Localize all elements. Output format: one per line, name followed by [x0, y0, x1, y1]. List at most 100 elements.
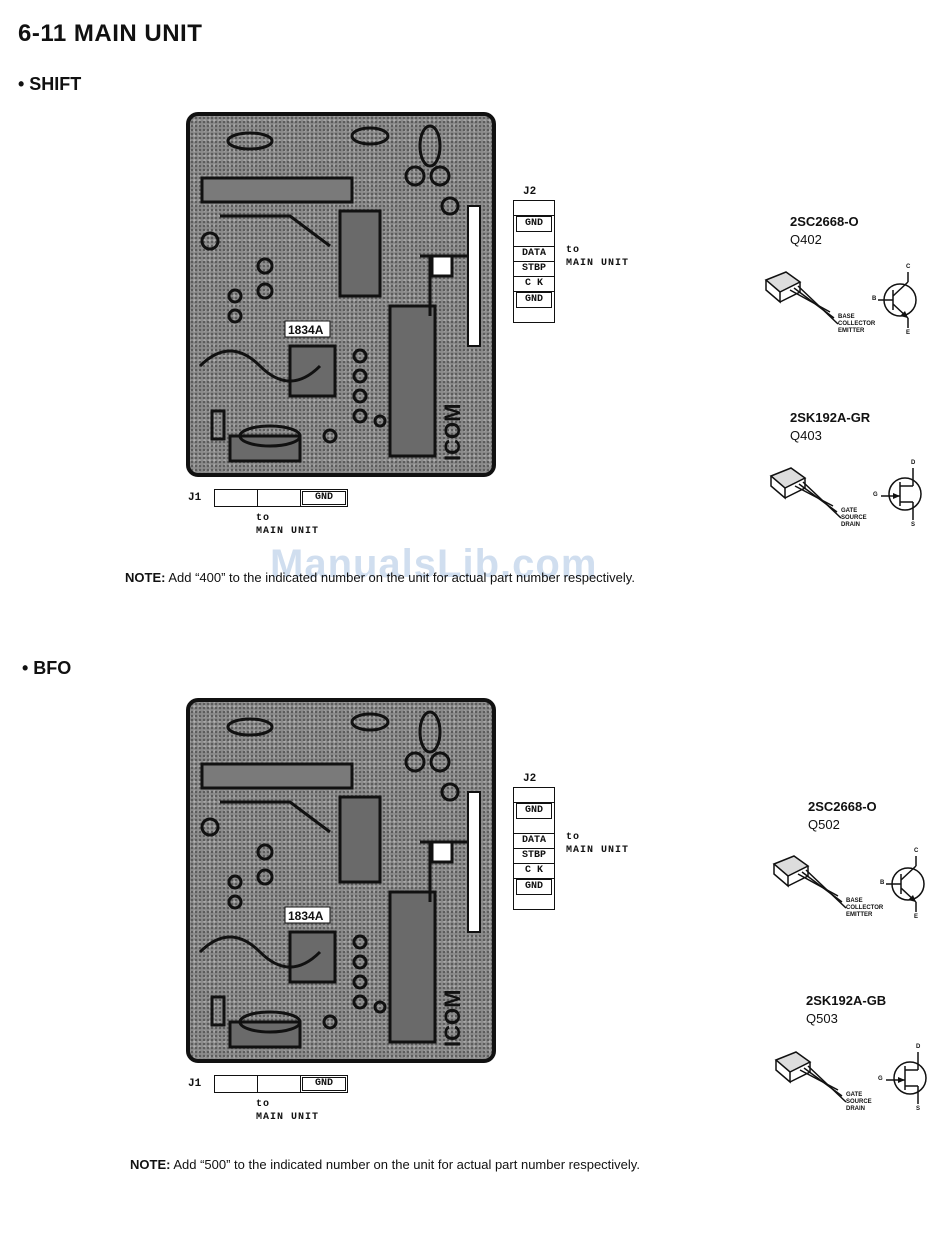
npn-transistor-icon: [772, 855, 925, 912]
pin-gate: GATE: [841, 508, 858, 514]
j1-label: J1: [188, 492, 202, 504]
npn-transistor-icon: [764, 271, 917, 328]
note-prefix: NOTE:: [130, 1157, 171, 1172]
pin-source: SOURCE: [846, 1099, 872, 1105]
pin-base: BASE: [846, 898, 863, 904]
j1-to-label: to MAIN UNIT: [256, 1098, 319, 1124]
j2-pin: [514, 201, 554, 216]
main-unit-text: MAIN UNIT: [256, 1112, 320, 1123]
transistor-part-number: 2SC2668-O: [790, 214, 859, 229]
board-label: 1834A: [288, 323, 324, 337]
j2-label: J2: [523, 773, 537, 785]
sym-b: B: [872, 296, 877, 302]
pin-collector: COLLECTOR: [838, 321, 876, 327]
page-title: 6-11 MAIN UNIT: [18, 20, 203, 47]
note-prefix: NOTE:: [125, 570, 166, 585]
pin-emitter: EMITTER: [838, 328, 865, 334]
fet-part-number: 2SK192A-GB: [806, 993, 887, 1008]
j1-label: J1: [188, 1078, 202, 1090]
sym-c: C: [914, 848, 919, 854]
pin-gate: GATE: [846, 1092, 863, 1098]
section-title-bfo: • BFO: [22, 658, 72, 678]
pin-source: SOURCE: [841, 515, 867, 521]
pcb-layout-bfo: 1834A ICOM: [186, 698, 496, 1063]
to-text: to: [566, 832, 581, 843]
transistor-part-number: 2SC2668-O: [808, 799, 877, 814]
j2-pin: DATA: [514, 834, 554, 849]
fet-diagram: GATE SOURCE DRAIN D G S: [765, 458, 935, 538]
brand-label: ICOM: [440, 404, 465, 461]
pcb-layout-shift: 1834A ICOM: [186, 112, 496, 477]
sym-e: E: [906, 330, 911, 336]
sym-g: G: [873, 492, 878, 498]
sym-s: S: [916, 1106, 921, 1112]
note-text: Add “400” to the indicated number on the…: [168, 570, 635, 585]
fet-diagram: GATE SOURCE DRAIN D G S: [770, 1042, 940, 1122]
note-text: Add “500” to the indicated number on the…: [173, 1157, 640, 1172]
to-text: to: [256, 513, 271, 524]
j1-pin: GND: [302, 1077, 346, 1091]
fet-part-number: 2SK192A-GR: [790, 410, 871, 425]
jfet-icon: [769, 467, 922, 520]
note-bfo: NOTE: Add “500” to the indicated number …: [130, 1157, 640, 1172]
j1-connector: GND: [214, 489, 348, 507]
sym-e: E: [914, 914, 919, 920]
sym-d: D: [916, 1044, 921, 1050]
j2-to-label: to MAIN UNIT: [566, 244, 629, 270]
j2-pin: [514, 232, 554, 247]
pcb-traces: 1834A ICOM: [198, 124, 481, 463]
brand-label: ICOM: [440, 990, 465, 1047]
j2-pin: [514, 788, 554, 803]
j2-pin: [514, 819, 554, 834]
j1-to-label: to MAIN UNIT: [256, 512, 319, 538]
j2-pin: DATA: [514, 247, 554, 262]
j2-to-label: to MAIN UNIT: [566, 831, 629, 857]
sym-c: C: [906, 264, 911, 270]
j1-pin: [258, 490, 301, 506]
j2-connector: GND DATA STBP C K GND: [513, 787, 555, 910]
transistor-diagram: BASE COLLECTOR EMITTER C B E: [768, 846, 938, 926]
j2-label: J2: [523, 186, 537, 198]
sym-s: S: [911, 522, 916, 528]
j2-pin: GND: [516, 216, 552, 232]
j2-pin: C K: [514, 277, 554, 292]
fet-ref: Q403: [790, 428, 822, 443]
section-title-shift: • SHIFT: [18, 74, 82, 94]
fet-pin-labels: GATE SOURCE DRAIN: [841, 508, 867, 529]
j1-connector-row: J1 GND: [188, 489, 348, 507]
to-text: to: [566, 245, 581, 256]
j2-pin: GND: [516, 879, 552, 895]
main-unit-text: MAIN UNIT: [566, 845, 630, 856]
pin-drain: DRAIN: [841, 522, 860, 528]
transistor-pin-labels: BASE COLLECTOR EMITTER: [846, 898, 883, 919]
board-label: 1834A: [288, 909, 324, 923]
to-text: to: [256, 1099, 271, 1110]
transistor-ref: Q502: [808, 817, 840, 832]
j2-pin: STBP: [514, 262, 554, 277]
sym-g: G: [878, 1076, 883, 1082]
fet-ref: Q503: [806, 1011, 838, 1026]
j1-pin: [258, 1076, 301, 1092]
sym-d: D: [911, 460, 916, 466]
j1-connector-row: J1 GND: [188, 1075, 348, 1093]
main-unit-text: MAIN UNIT: [256, 526, 320, 537]
pin-emitter: EMITTER: [846, 912, 873, 918]
j2-pin: [514, 895, 554, 909]
j2-pin: GND: [516, 803, 552, 819]
watermark: ManualsLib.com: [270, 542, 598, 586]
jfet-icon: [774, 1051, 927, 1104]
pin-collector: COLLECTOR: [846, 905, 884, 911]
pcb-traces: 1834A ICOM: [198, 710, 481, 1049]
pin-drain: DRAIN: [846, 1106, 865, 1112]
pin-base: BASE: [838, 314, 855, 320]
sym-b: B: [880, 880, 885, 886]
j2-pin: GND: [516, 292, 552, 308]
main-unit-text: MAIN UNIT: [566, 258, 630, 269]
j2-connector: GND DATA STBP C K GND: [513, 200, 555, 323]
transistor-pin-labels: BASE COLLECTOR EMITTER: [838, 314, 875, 335]
fet-pin-labels: GATE SOURCE DRAIN: [846, 1092, 872, 1113]
j1-pin: [215, 490, 258, 506]
j1-pin: [215, 1076, 258, 1092]
j2-pin: C K: [514, 864, 554, 879]
transistor-ref: Q402: [790, 232, 822, 247]
